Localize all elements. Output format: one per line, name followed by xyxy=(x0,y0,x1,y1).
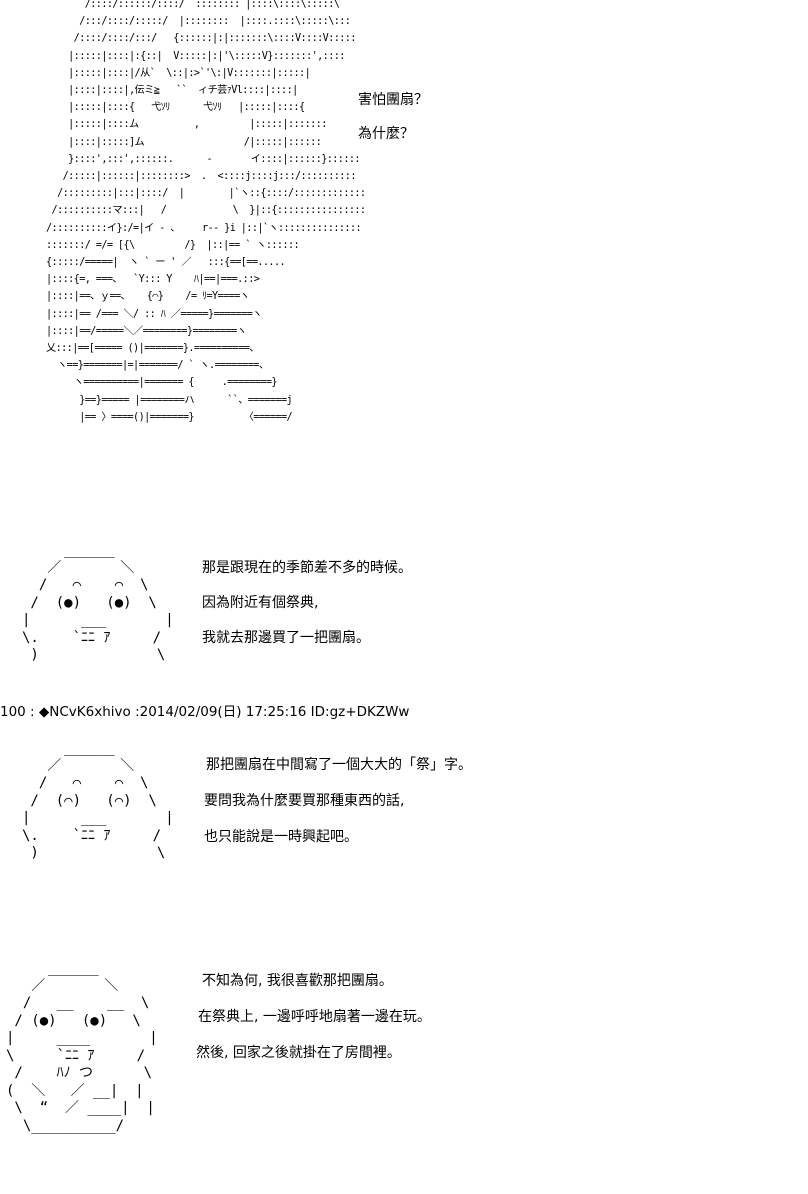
narration-line: 也只能說是一時興起吧。 xyxy=(204,829,358,845)
narration-line: 那把團扇在中間寫了一個大大的「祭」字。 xyxy=(206,757,472,773)
ascii-art-character: /::::/::::::/::::/ :::::::: |::::\::::\:… xyxy=(46,0,366,423)
ascii-face-art: ______ ／ ＼ / ⌒ ⌒ \ / (●) (●) \ | ___ | \… xyxy=(22,542,174,663)
narration-line: 因為附近有個祭典, xyxy=(202,595,319,611)
narration-line: 要問我為什麼要買那種東西的話, xyxy=(204,793,405,809)
aa-speech-line: 害怕團扇？ xyxy=(358,92,428,108)
post-header: 100 : ◆NCvK6xhivo :2014/02/09(日) 17:25:1… xyxy=(0,704,410,720)
ascii-face-art: ______ ／ ＼ / ⌒ ⌒ \ / (⌒) (⌒) \ | ___ | \… xyxy=(22,740,174,861)
narration-line: 不知為何, 我很喜歡那把團扇。 xyxy=(202,973,393,989)
narration-line: 那是跟現在的季節差不多的時候。 xyxy=(202,560,412,576)
narration-line: 然後, 回家之後就掛在了房間裡。 xyxy=(196,1045,401,1061)
narration-line: 在祭典上, 一邊呼呼地扇著一邊在玩。 xyxy=(198,1009,431,1025)
narration-line: 我就去那邊買了一把團扇。 xyxy=(202,630,370,646)
aa-speech-line: 為什麼？ xyxy=(358,126,414,142)
ascii-face-art: ______ ／ ＼ / __ __ \ / (●) (●) \ | ____ … xyxy=(6,960,158,1134)
